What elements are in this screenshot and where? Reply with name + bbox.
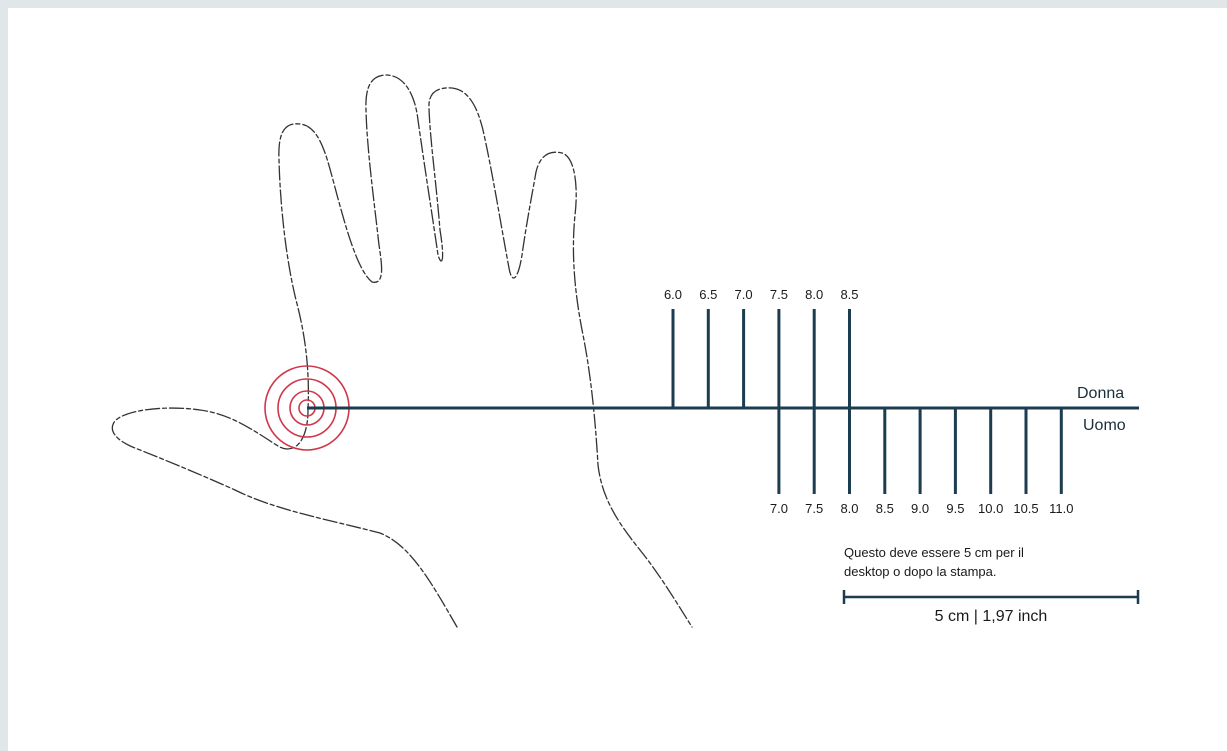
- uomo-tick-label: 7.0: [770, 501, 788, 516]
- uomo-tick-label: 7.5: [805, 501, 823, 516]
- uomo-ticks: 7.0 7.5 8.0 8.5 9.0 9.5 10.0 10.5 11.0: [770, 408, 1074, 516]
- uomo-tick-label: 9.0: [911, 501, 929, 516]
- donna-label: Donna: [1077, 385, 1124, 402]
- donna-tick-label: 7.5: [770, 287, 788, 302]
- calibration-note-line2: desktop o dopo la stampa.: [844, 564, 997, 579]
- donna-tick-label: 8.0: [805, 287, 823, 302]
- uomo-tick-label: 8.0: [840, 501, 858, 516]
- uomo-tick-label: 8.5: [876, 501, 894, 516]
- uomo-label: Uomo: [1083, 417, 1126, 434]
- uomo-tick-label: 9.5: [946, 501, 964, 516]
- donna-tick-label: 6.0: [664, 287, 682, 302]
- donna-tick-label: 7.0: [735, 287, 753, 302]
- donna-tick-label: 8.5: [840, 287, 858, 302]
- scale-bar-label: 5 cm | 1,97 inch: [935, 608, 1048, 625]
- scale-bar: [844, 590, 1138, 604]
- donna-tick-label: 6.5: [699, 287, 717, 302]
- calibration-note-line1: Questo deve essere 5 cm per il: [844, 545, 1024, 560]
- hand-outline-icon: [112, 75, 692, 627]
- uomo-tick-label: 10.5: [1013, 501, 1038, 516]
- donna-ticks: 6.0 6.5 7.0 7.5 8.0 8.5: [664, 287, 859, 408]
- uomo-tick-label: 11.0: [1049, 501, 1073, 516]
- uomo-tick-label: 10.0: [978, 501, 1003, 516]
